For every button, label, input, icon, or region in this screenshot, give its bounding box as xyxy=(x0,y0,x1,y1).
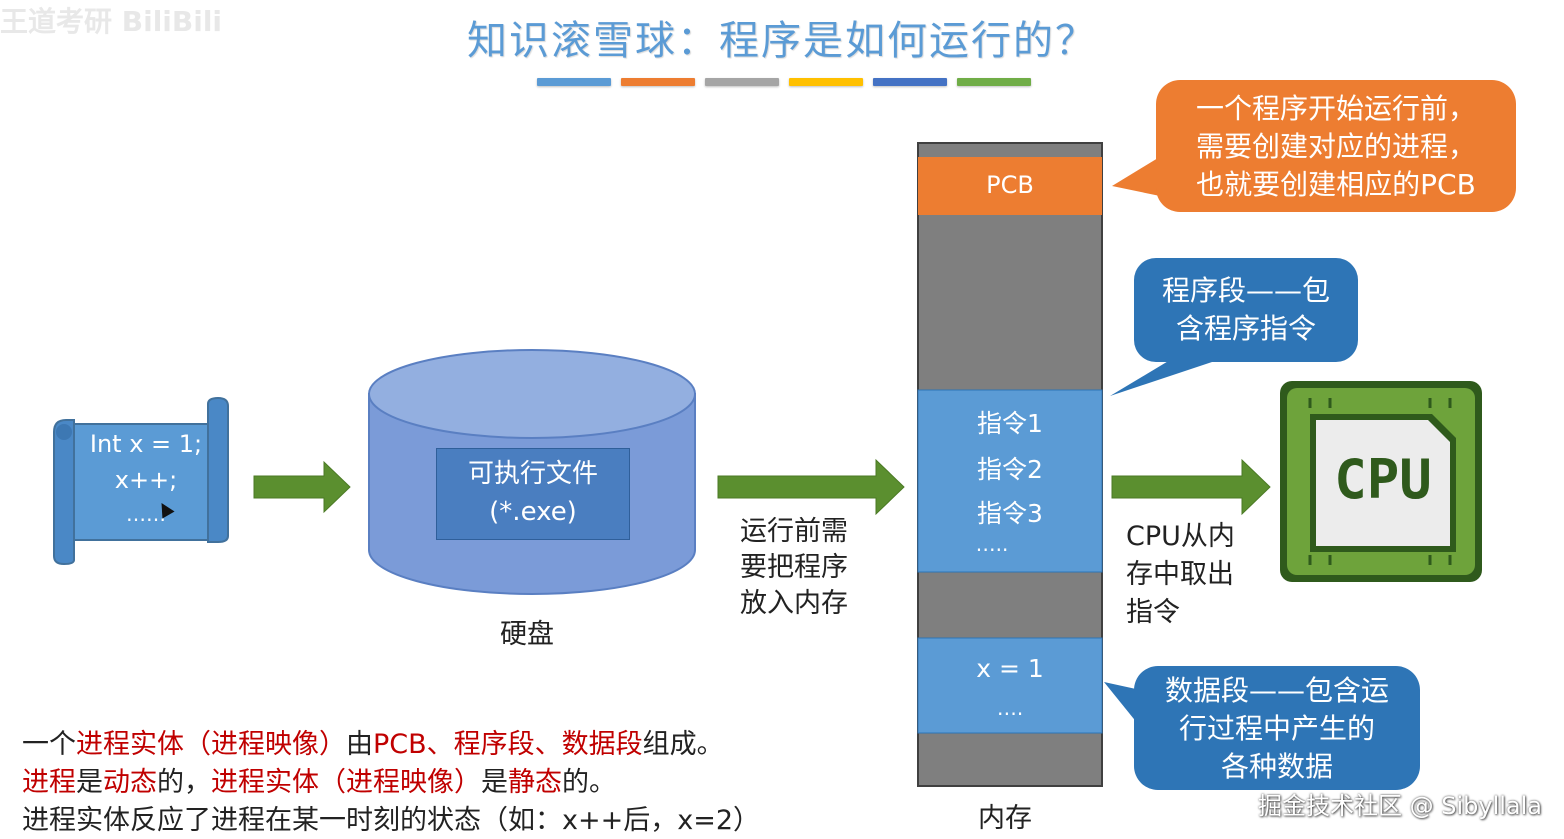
arrow-memory-to-cpu xyxy=(1111,458,1271,516)
memory-instruction-1: 指令1 xyxy=(977,409,1043,438)
summary-1-a: 一个 xyxy=(22,729,76,760)
callout-code-text: 程序段——包 含程序指令 xyxy=(1134,272,1358,348)
callout-code-line-2: 含程序指令 xyxy=(1175,312,1316,345)
callout-data-segment xyxy=(1104,666,1420,790)
watermark-top-left: 王道考研 BiliBili xyxy=(0,5,223,38)
summary-1-e: 组成。 xyxy=(642,729,724,760)
code-line-3: …… xyxy=(126,502,166,526)
code-scroll-icon xyxy=(53,396,229,566)
summary-2-g: 静态 xyxy=(508,767,562,798)
callout-data-line-3: 各种数据 xyxy=(1220,750,1333,783)
callout-pcb-text: 一个程序开始运行前， 需要创建对应的进程， 也就要创建相应的PCB xyxy=(1156,90,1516,204)
memory-column xyxy=(917,142,1103,787)
cpu-label: CPU xyxy=(1334,448,1432,511)
memory-instruction-2: 指令2 xyxy=(977,455,1043,484)
summary-2-d: 的， xyxy=(157,767,211,798)
cpu-chip-icon xyxy=(1280,381,1482,582)
summary-line-2: 进程是动态的，进程实体（进程映像）是静态的。 xyxy=(22,760,616,799)
summary-2-b: 是 xyxy=(76,767,103,798)
disk-label: 硬盘 xyxy=(500,619,554,650)
fetch-caption-line-3: 指令 xyxy=(1126,597,1180,628)
title-bar-darkblue xyxy=(873,78,947,86)
summary-1-c: 由 xyxy=(346,729,373,760)
callout-data-text: 数据段——包含运 行过程中产生的 各种数据 xyxy=(1134,672,1420,786)
slide-title: 知识滚雪球：程序是如何运行的？ xyxy=(467,18,1097,64)
callout-data-line-2: 行过程中产生的 xyxy=(1178,712,1375,745)
memory-data-x: x = 1 xyxy=(976,654,1044,683)
summary-1-b: 进程实体（进程映像） xyxy=(76,729,346,760)
arrow-code-to-disk xyxy=(253,460,351,514)
load-caption-line-2: 要把程序 xyxy=(740,552,848,583)
executable-file-box: 可执行文件 (*.exe) xyxy=(436,448,630,540)
summary-2-e: 进程实体（进程映像） xyxy=(211,767,481,798)
file-label-line-2: (*.exe) xyxy=(489,497,577,527)
callout-code-segment xyxy=(1110,258,1358,396)
fetch-caption-line-2: 存中取出 xyxy=(1126,559,1234,590)
summary-1-d: PCB、程序段、数据段 xyxy=(373,729,643,760)
watermark-bottom-right: 掘金技术社区 @ Sibyllala xyxy=(1257,792,1542,820)
fetch-caption: CPU从内 存中取出 指令 xyxy=(1126,518,1235,632)
file-label-line-1: 可执行文件 xyxy=(467,459,598,489)
callout-code-line-1: 程序段——包 xyxy=(1161,274,1330,307)
summary-2-a: 进程 xyxy=(22,767,76,798)
summary-line-3: 进程实体反应了进程在某一时刻的状态（如：x++后，x=2） xyxy=(22,805,761,836)
title-bar-green xyxy=(957,78,1031,86)
memory-instruction-more: ….. xyxy=(975,532,1009,556)
memory-label: 内存 xyxy=(978,803,1032,834)
memory-instruction-3: 指令3 xyxy=(977,499,1043,528)
fetch-caption-line-1: CPU从内 xyxy=(1126,521,1235,552)
callout-pcb-line-1: 一个程序开始运行前， xyxy=(1195,92,1476,125)
callout-pcb xyxy=(1112,80,1516,212)
title-bar-blue xyxy=(537,78,611,86)
summary-2-h: 的。 xyxy=(562,767,616,798)
code-line-1: Int x = 1; xyxy=(89,430,203,458)
code-line-2: x++; xyxy=(114,466,178,494)
callout-pcb-line-2: 需要创建对应的进程， xyxy=(1195,130,1476,163)
callout-pcb-line-3: 也就要创建相应的PCB xyxy=(1196,168,1476,201)
arrow-disk-to-memory xyxy=(717,458,905,516)
load-caption-line-3: 放入内存 xyxy=(740,588,848,619)
callout-data-line-1: 数据段——包含运 xyxy=(1164,674,1389,707)
summary-2-c: 动态 xyxy=(103,767,157,798)
title-bar-orange xyxy=(621,78,695,86)
summary-line-1: 一个进程实体（进程映像）由PCB、程序段、数据段组成。 xyxy=(22,722,724,761)
title-bar-yellow xyxy=(789,78,863,86)
memory-data-more: …. xyxy=(996,696,1024,720)
title-bar-gray xyxy=(705,78,779,86)
load-caption-line-1: 运行前需 xyxy=(740,516,848,547)
summary-2-f: 是 xyxy=(481,767,508,798)
load-caption: 运行前需 要把程序 放入内存 xyxy=(740,514,848,622)
memory-pcb-label: PCB xyxy=(986,171,1034,199)
